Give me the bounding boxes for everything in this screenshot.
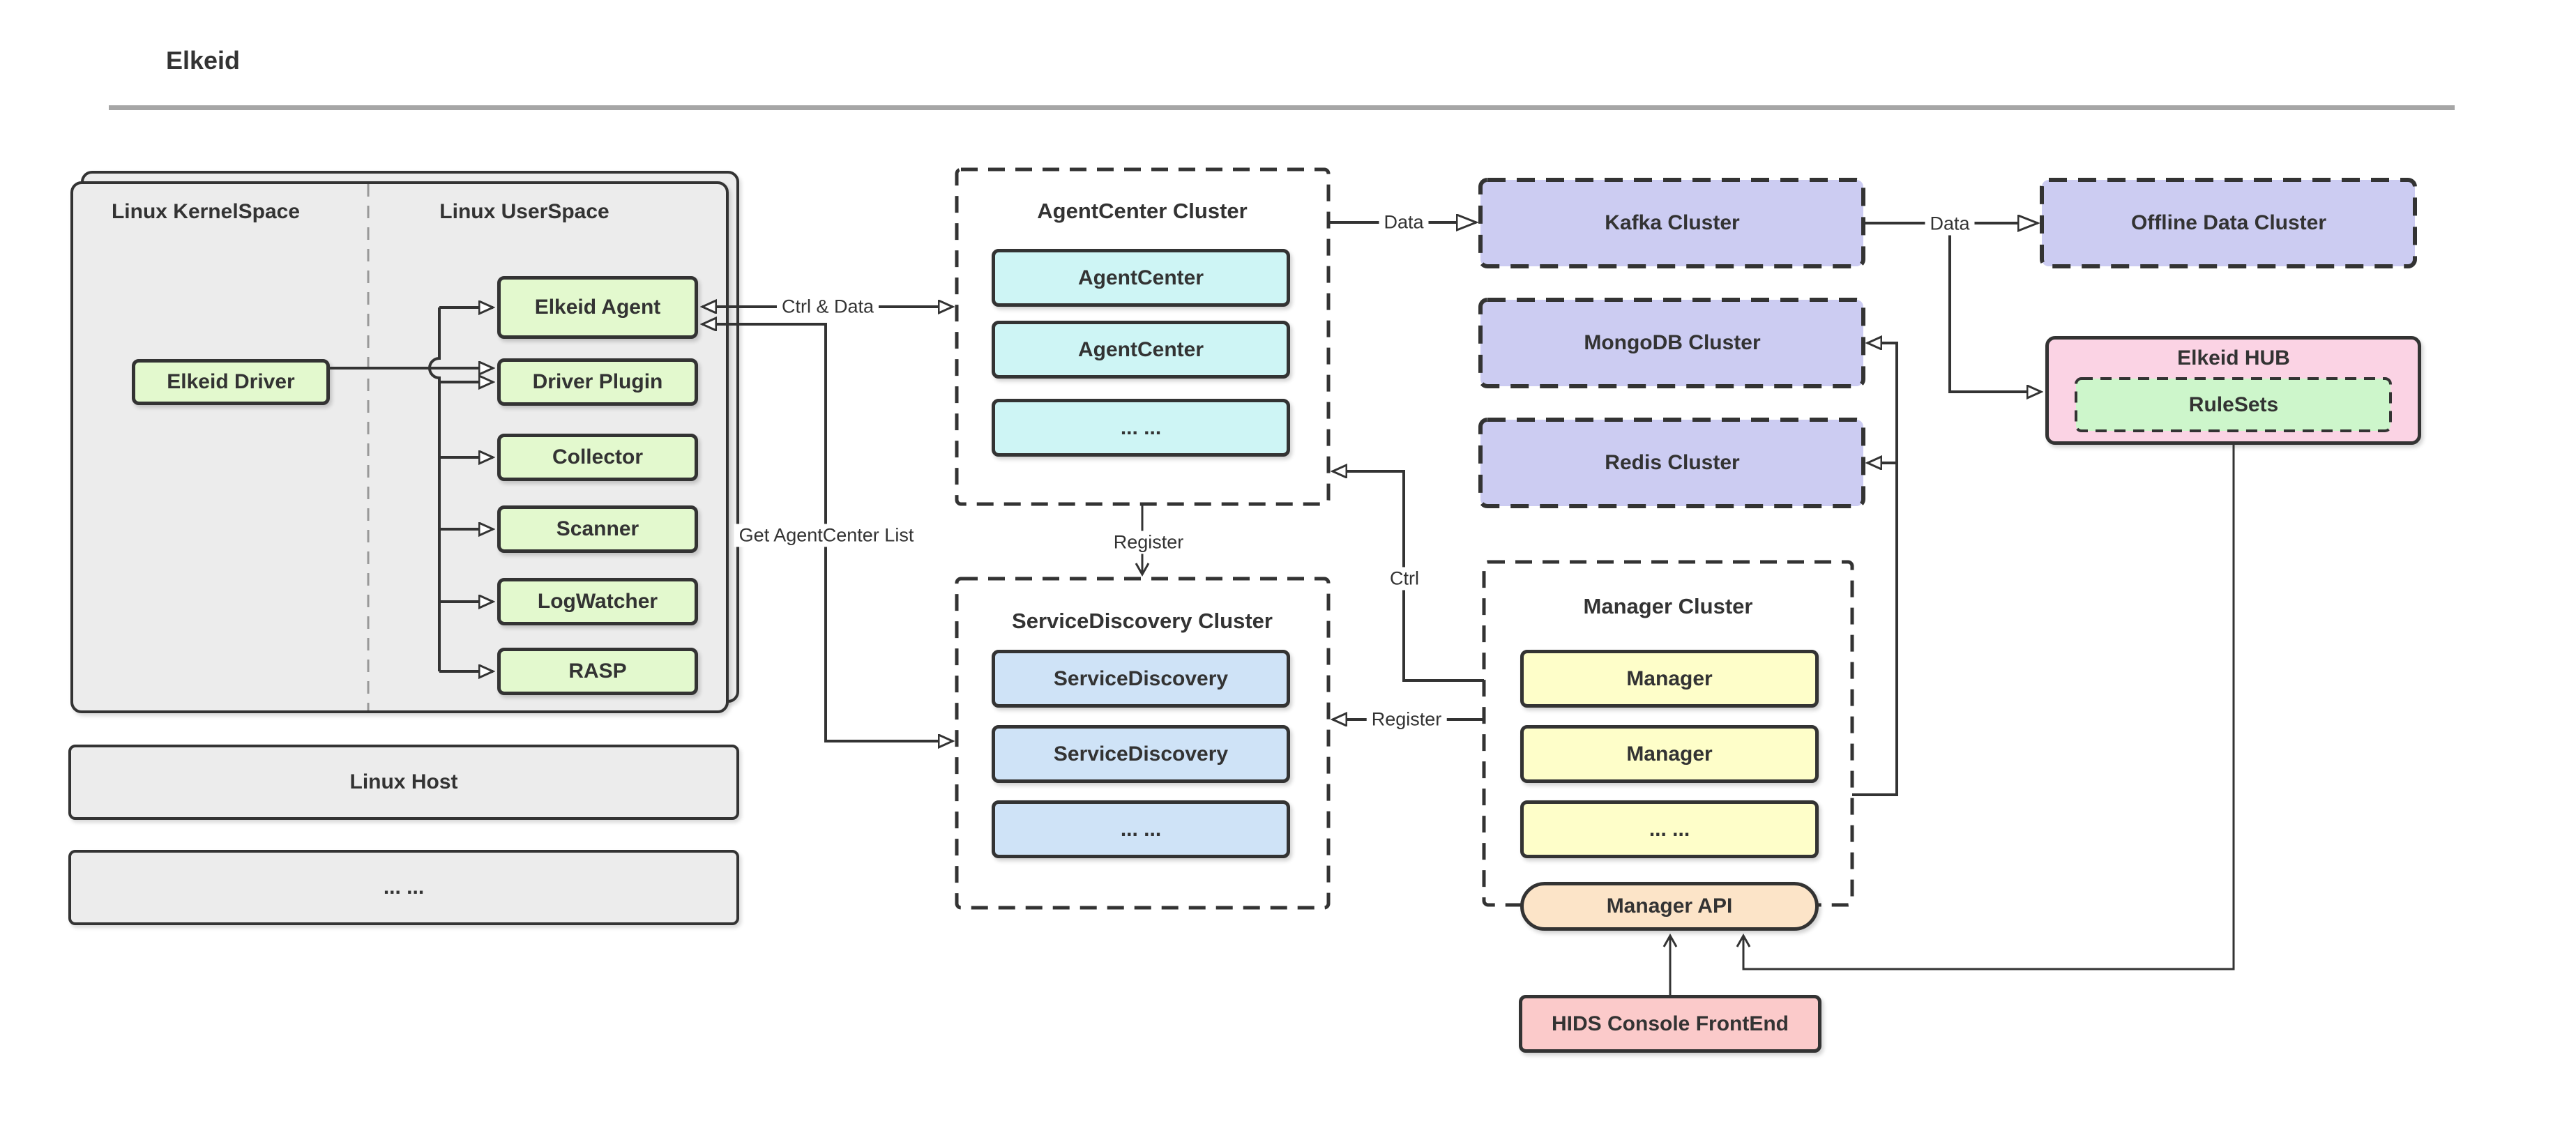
rulesets-label: RuleSets <box>2188 393 2279 416</box>
page-title: Elkeid <box>166 46 241 75</box>
linux-host-bar: Linux Host <box>68 745 739 820</box>
edge-label-data-to-kafka: Data <box>1379 211 1429 234</box>
edge-label-register-ac-sd: Register <box>1108 531 1189 554</box>
driver-plugin-node: Driver Plugin <box>497 358 698 406</box>
edge-label-get-agentcenter-list: Get AgentCenter List <box>734 524 919 547</box>
servicediscovery-row-more: ... ... <box>992 800 1290 858</box>
manager-row: Manager <box>1520 725 1819 783</box>
edge-label-data-to-offline: Data <box>1925 212 1975 236</box>
kernelspace-label: Linux KernelSpace <box>111 200 301 223</box>
collector-node: Collector <box>497 434 698 481</box>
edge-data-to-hub <box>1948 223 2041 392</box>
redis-cluster-label: Redis Cluster <box>1605 451 1740 474</box>
edge-mgr-to-mongodb <box>1852 343 1898 796</box>
edge-label-ctrl: Ctrl <box>1385 567 1424 591</box>
hids-console-frontend-node: HIDS Console FrontEnd <box>1519 995 1821 1053</box>
manager-row: Manager <box>1520 650 1819 708</box>
edge-label-register-mgr-sd: Register <box>1366 708 1447 731</box>
manager-cluster-title: Manager Cluster <box>1583 594 1753 618</box>
elkeid-hub-title: Elkeid HUB <box>2177 346 2290 370</box>
agentcenter-row: AgentCenter <box>992 249 1290 307</box>
servicediscovery-row: ServiceDiscovery <box>992 650 1290 708</box>
agentcenter-row: AgentCenter <box>992 321 1290 379</box>
kafka-cluster-label: Kafka Cluster <box>1605 211 1740 234</box>
offline-data-cluster-label: Offline Data Cluster <box>2130 211 2327 234</box>
agentcenter-cluster-title: AgentCenter Cluster <box>1037 199 1248 223</box>
edge-label-ctrl-and-data: Ctrl & Data <box>776 295 879 319</box>
userspace-label: Linux UserSpace <box>439 200 609 223</box>
elkeid-agent-node: Elkeid Agent <box>497 276 698 339</box>
servicediscovery-row: ServiceDiscovery <box>992 725 1290 783</box>
manager-row-more: ... ... <box>1520 800 1819 858</box>
edge-hub-to-manager-api <box>1736 445 2235 970</box>
logwatcher-node: LogWatcher <box>497 578 698 625</box>
manager-api-node: Manager API <box>1520 882 1819 931</box>
mongodb-cluster-label: MongoDB Cluster <box>1584 331 1761 354</box>
rasp-node: RASP <box>497 648 698 695</box>
more-hosts-bar: ... ... <box>68 850 739 925</box>
agentcenter-row-more: ... ... <box>992 399 1290 457</box>
title-divider-rule <box>109 105 2455 110</box>
scanner-node: Scanner <box>497 505 698 553</box>
servicediscovery-cluster-title: ServiceDiscovery Cluster <box>1012 609 1273 633</box>
elkeid-driver-node: Elkeid Driver <box>132 359 330 405</box>
